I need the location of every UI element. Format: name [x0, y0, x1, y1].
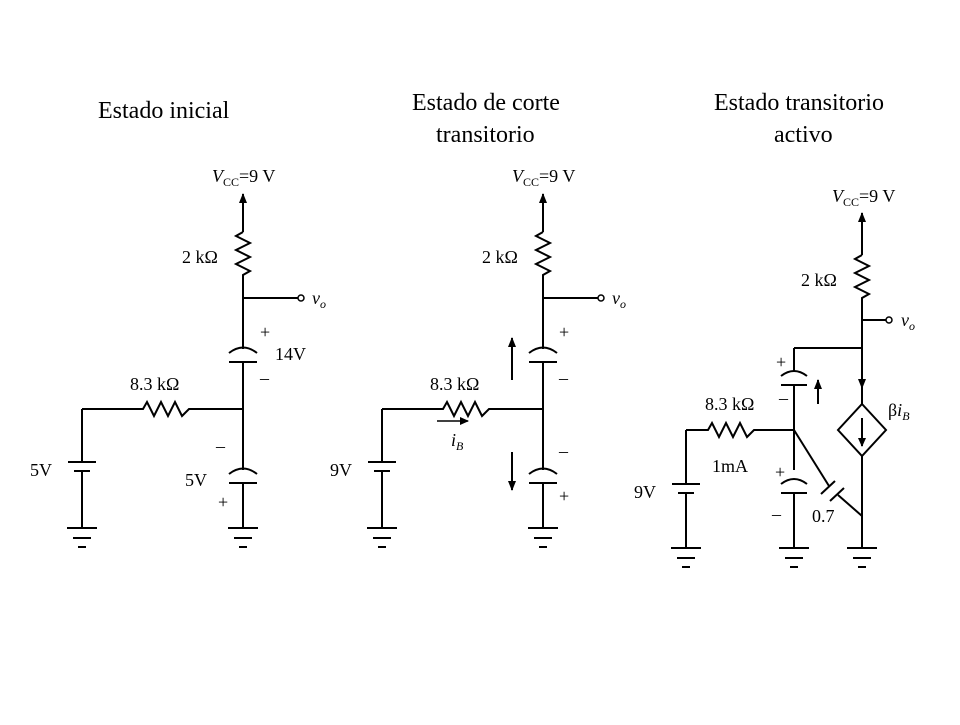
panel3-cap-bot-minus: – — [771, 504, 782, 524]
panel1-cap-top-voltage: 14V — [275, 344, 306, 364]
panel3-cap-bot-plate — [780, 478, 808, 485]
panel2-cap-bot-plate — [528, 467, 558, 475]
panel2-cap-bot-plus: + — [559, 486, 569, 506]
panel3-source-label: 9V — [634, 482, 656, 502]
panel2-source-label: 9V — [330, 460, 352, 480]
panel3-rb-label: 8.3 kΩ — [705, 394, 754, 414]
panel-estado-activo: Estado transitorio activo VCC=9 V 2 kΩ v… — [634, 90, 915, 568]
panel-estado-corte: Estado de corte transitorio VCC=9 V 2 kΩ… — [330, 90, 626, 548]
panel2-vo-terminal — [597, 294, 605, 302]
panel1-cap-top-minus: – — [259, 368, 270, 388]
panel3-current-label: 1mA — [712, 456, 748, 476]
panel3-collector-resistor — [852, 254, 872, 348]
panel3-vo-label: vo — [901, 310, 915, 333]
panel1-vo-label: vo — [312, 288, 326, 311]
panel1-rb-label: 8.3 kΩ — [130, 374, 179, 394]
panel2-vo-label: vo — [612, 288, 626, 311]
panel3-base-resistor — [686, 420, 794, 440]
panel3-be-plate-b — [829, 487, 845, 502]
panel3-diode-label: 0.7 — [812, 506, 835, 526]
panel1-title: Estado inicial — [98, 98, 230, 124]
panel1-rc-label: 2 kΩ — [182, 247, 218, 267]
panel1-cap-bot-voltage: 5V — [185, 470, 207, 490]
panel2-cap-bot-minus: – — [558, 441, 569, 461]
panel2-rc-label: 2 kΩ — [482, 247, 518, 267]
panel1-vo-terminal — [297, 294, 305, 302]
panel3-be-plate-a — [820, 480, 836, 495]
panel1-cap-top-plate — [228, 346, 258, 354]
panel1-cap-bot-plate — [228, 467, 258, 475]
panel3-be-wire-upper — [793, 429, 830, 487]
panel3-cap-top-plate — [780, 370, 808, 377]
panel-estado-inicial: Estado inicial VCC=9 V 2 kΩ vo + 14V – 8… — [30, 98, 326, 548]
panel2-rb-label: 8.3 kΩ — [430, 374, 479, 394]
panel3-vo-terminal — [885, 316, 893, 324]
panel1-cap-bot-minus: – — [215, 436, 226, 456]
panel2-title-line1: Estado de corte — [412, 90, 560, 116]
panel1-base-resistor — [82, 399, 243, 419]
panel1-vcc-label: VCC=9 V — [212, 166, 275, 189]
panel3-beta-label: βiB — [888, 400, 910, 423]
panel2-collector-resistor — [533, 231, 553, 298]
panel3-cap-top-plus: + — [776, 352, 786, 372]
panel3-be-wire-lower — [837, 494, 863, 517]
panel3-vcc-label: VCC=9 V — [832, 186, 895, 209]
panel3-rc-label: 2 kΩ — [801, 270, 837, 290]
panel2-vcc-label: VCC=9 V — [512, 166, 575, 189]
panel2-ib-label: iB — [451, 430, 464, 453]
panel2-base-resistor — [382, 399, 543, 419]
panel1-source-label: 5V — [30, 460, 52, 480]
panel3-cap-bot-plus: + — [775, 462, 785, 482]
panel2-cap-top-plate — [528, 346, 558, 354]
panel3-title-line2: activo — [774, 122, 833, 148]
panel1-cap-bot-plus: + — [218, 492, 228, 512]
panel1-cap-top-plus: + — [260, 322, 270, 342]
panel1-collector-resistor — [233, 231, 253, 298]
panel3-cap-top-minus: – — [778, 388, 789, 408]
panel2-cap-top-minus: – — [558, 368, 569, 388]
panel2-cap-top-plus: + — [559, 322, 569, 342]
panel2-title-line2: transitorio — [436, 122, 535, 148]
panel3-title-line1: Estado transitorio — [714, 90, 884, 116]
